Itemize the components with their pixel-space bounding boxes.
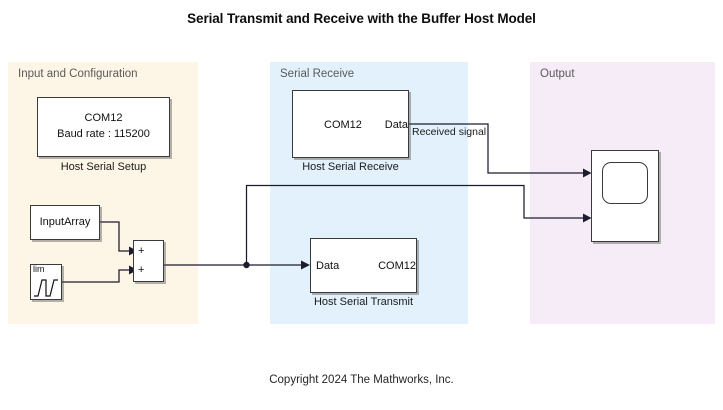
page-title: Serial Transmit and Receive with the Buf…	[187, 11, 536, 26]
scope-display-icon	[602, 162, 648, 204]
host-serial-receive-data-port-row: Data	[293, 119, 413, 131]
host-serial-transmit-com-port-row: COM12	[311, 260, 444, 272]
block-input-array[interactable]: InputArray	[30, 205, 100, 240]
sum-port-1-sign: +	[138, 245, 145, 257]
host-serial-transmit-data-port: Data	[316, 260, 340, 272]
wire-label-received-signal: Received signal	[412, 126, 487, 138]
block-input-array-body: InputArray	[31, 206, 99, 239]
block-host-serial-receive[interactable]: COM12 Data	[292, 90, 409, 158]
group-title-output: Output	[540, 68, 575, 80]
block-sum[interactable]: + +	[133, 240, 164, 282]
sum-port-2-sign: +	[138, 264, 145, 276]
block-caption-host-serial-transmit: Host Serial Transmit	[313, 296, 414, 308]
host-serial-setup-com-port: COM12	[84, 112, 123, 125]
host-serial-receive-data-port: Data	[384, 119, 408, 131]
block-host-serial-transmit[interactable]: Data COM12	[310, 238, 417, 293]
host-serial-receive-com-port: COM12	[324, 119, 362, 131]
block-caption-host-serial-receive: Host Serial Receive	[302, 161, 399, 173]
block-caption-host-serial-setup: Host Serial Setup	[60, 161, 147, 173]
ramp-saturation-waveform-icon	[34, 279, 58, 297]
block-scope[interactable]	[591, 150, 659, 242]
block-signal-generator[interactable]: lim	[30, 264, 62, 300]
host-serial-receive-com-port-row: COM12	[293, 119, 439, 131]
host-serial-setup-baud-rate: Baud rate : 115200	[57, 128, 150, 140]
group-title-serial-receive: Serial Receive	[280, 68, 355, 80]
host-serial-transmit-data-port-row: Data	[311, 260, 421, 272]
block-host-serial-setup-body: COM12 Baud rate : 115200	[38, 98, 169, 156]
group-title-input-and-configuration: Input and Configuration	[18, 68, 138, 80]
block-host-serial-setup[interactable]: COM12 Baud rate : 115200	[37, 97, 170, 157]
host-serial-transmit-com-port: COM12	[378, 260, 416, 272]
copyright-notice: Copyright 2024 The Mathworks, Inc.	[269, 374, 454, 386]
wire-junction-dot	[243, 261, 250, 269]
input-array-label: InputArray	[39, 215, 91, 228]
signal-generator-lim-label: lim	[33, 264, 45, 274]
